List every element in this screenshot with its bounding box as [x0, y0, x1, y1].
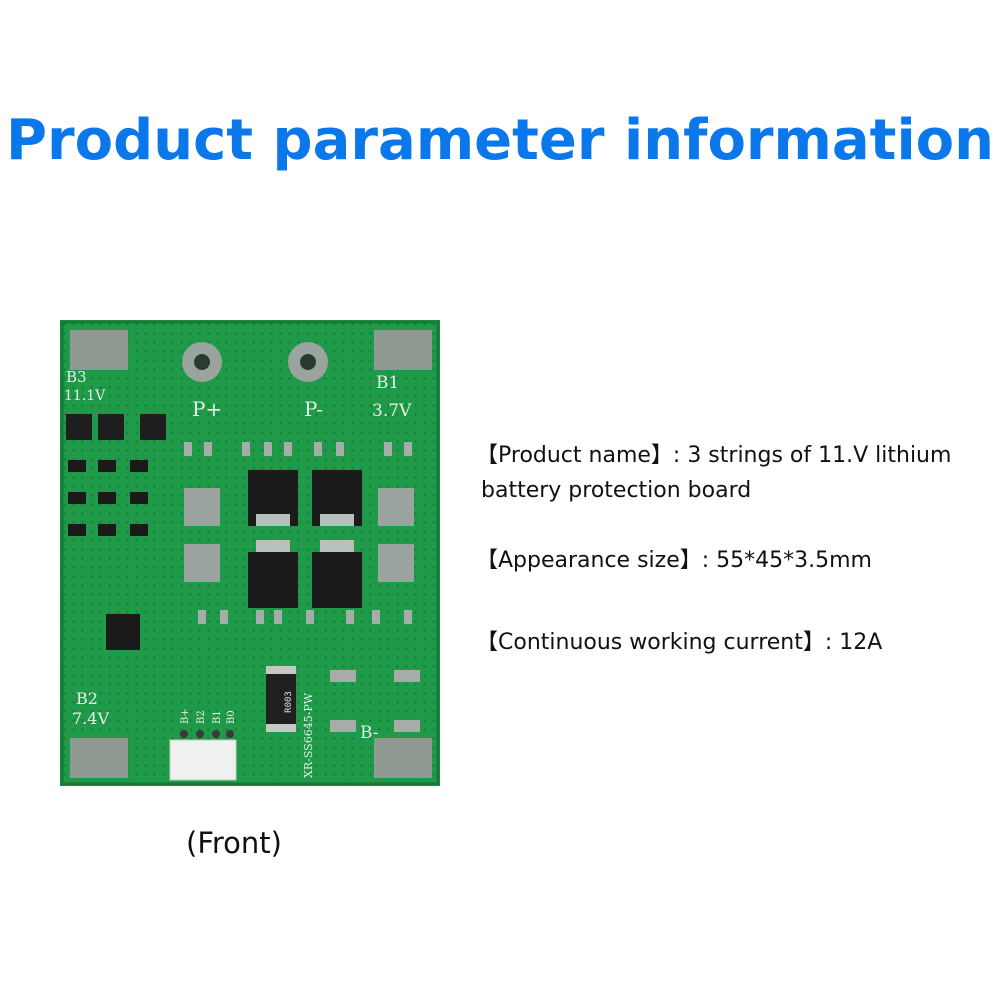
spec-product-name: 【Product name】: 3 strings of 11.V lithiu… [476, 443, 952, 468]
silk-b2: B2 [76, 689, 98, 708]
corner-pad [374, 330, 432, 370]
silk-p-minus: P- [304, 397, 323, 421]
silk-conn-bplus: B+ [180, 708, 191, 724]
spec-continuous-current: 【Continuous working current】: 12A [476, 630, 883, 655]
silk-p-plus: P+ [192, 397, 222, 421]
silk-conn-b1: B1 [212, 710, 223, 724]
silk-b3: B3 [66, 368, 87, 386]
pcb-board-image: B3 11.1V B1 3.7V P+ P- B2 7.4V B- [60, 320, 440, 786]
spec-appearance-size: 【Appearance size】: 55*45*3.5mm [476, 548, 872, 573]
balance-connector [169, 739, 237, 781]
corner-pad [70, 330, 128, 370]
silk-b1-voltage: 3.7V [372, 401, 412, 421]
page-title: Product parameter information [6, 108, 994, 173]
silk-inductor-code: R003 [284, 691, 294, 713]
corner-pad [374, 738, 432, 778]
silk-b3-voltage: 11.1V [64, 388, 106, 404]
silk-conn-b0: B0 [226, 710, 237, 724]
silk-conn-b2: B2 [196, 710, 207, 724]
silk-b2-voltage: 7.4V [72, 709, 109, 728]
spec-product-name-cont: battery protection board [481, 478, 752, 503]
silk-b-minus: B- [360, 723, 379, 743]
p-minus-terminal [300, 354, 316, 370]
silk-part-code: XR-SS6645-PW [302, 692, 315, 778]
p-plus-terminal [194, 354, 210, 370]
silk-b1: B1 [376, 373, 399, 393]
pcb-photo: B3 11.1V B1 3.7V P+ P- B2 7.4V B- [60, 320, 440, 786]
image-caption: (Front) [186, 826, 282, 860]
corner-pad [70, 738, 128, 778]
